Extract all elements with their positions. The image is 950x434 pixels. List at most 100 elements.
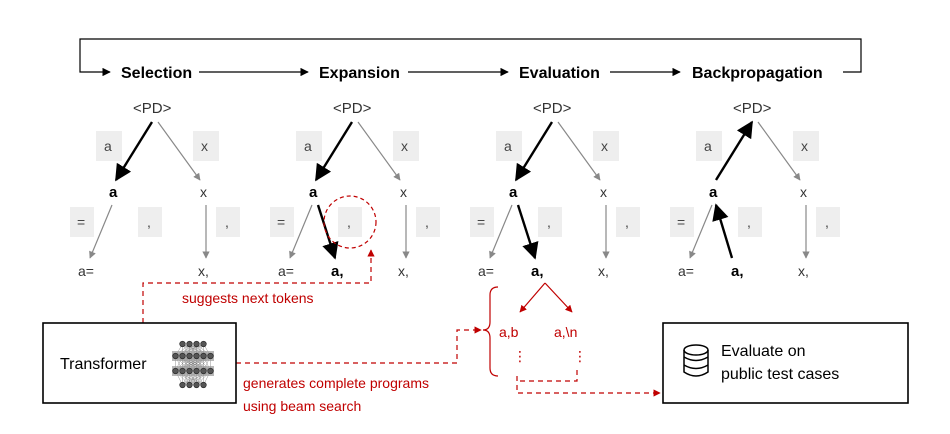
leaf-xcomma: x, [198,263,209,279]
evaluate-frame [662,322,909,404]
nn-layer-band [172,366,214,376]
edge-label-bg [193,131,219,161]
edge-label-bg [816,207,840,237]
edge-root-a [314,121,354,182]
edge-root-x [357,121,401,181]
edge-label-bg [138,207,162,237]
nn-node [200,340,207,348]
phase-expansion: Expansion [319,65,400,82]
node-x: x [800,184,807,200]
transformer-to-evaluation [236,326,482,364]
edge-label-eq: = [477,214,485,230]
edge-a-aeq [89,204,113,259]
edge-label-comma: , [147,214,151,230]
nn-node [179,340,186,348]
edge-label-comma: , [347,214,351,230]
edge-label-bg [470,207,494,237]
nn-node [200,352,207,360]
node-a: a [709,184,718,201]
node-x: x [600,184,607,200]
edge-label-a: a [104,138,112,154]
leaf-acomma: a, [531,263,544,280]
nn-node [186,340,193,348]
edge-root-x [157,121,201,181]
edge-a-aeq [289,204,313,259]
edge-a-acomma [516,204,539,260]
leaf-xcomma: x, [798,263,809,279]
nn-node [172,352,179,360]
edge-label-bg [70,207,94,237]
phase-evaluation: Evaluation [519,65,600,82]
nn-node [193,381,200,389]
search-trees: <PD> a x a x =,, a= x, <PD> a x a x =,, a= a, x, <PD> a x a x… [70,100,840,280]
edge-label-bg [216,207,240,237]
evaluate-line2: public test cases [721,366,839,383]
edge-label-x: x [801,138,808,154]
leaf-xcomma: x, [598,263,609,279]
edge-a-acomma [712,203,734,259]
edge-label-bg [616,207,640,237]
edge-label-bg [393,131,419,161]
edge-label-bg [538,207,562,237]
leaf-xcomma: x, [398,263,409,279]
evaluation-to-test-cases [516,376,661,397]
edge-label-comma: , [547,214,551,230]
loop-line [79,38,862,77]
leaf-aeq: a= [78,263,94,279]
evaluation-brace [482,286,499,377]
edge-label-comma: , [225,214,229,230]
leaf-acomma: a, [731,263,744,280]
edge-label-comma: , [625,214,629,230]
edge-label-x: x [601,138,608,154]
node-x: x [400,184,407,200]
phase-backpropagation: Backpropagation [692,65,823,82]
evaluate-box: Evaluate on public test cases [662,322,909,404]
edge-label-a: a [704,138,712,154]
edge-label-a: a [304,138,312,154]
neural-network-icon [172,340,214,389]
eval-child-an: a,\n [554,324,577,340]
edge-root-a [714,120,754,181]
edge-label-bg [670,207,694,237]
edge-label-comma: , [825,214,829,230]
evaluation-children: a,b a,\n ⋮ ⋮ [482,282,587,377]
evaluation-right-connector [517,370,578,382]
nn-node [207,352,214,360]
edge-root-x [757,121,801,181]
phase-selection: Selection [121,65,192,82]
tree-root: <PD> [333,100,372,117]
edge-a-aeq [489,204,513,259]
red-connectors: suggests next tokens generates complete … [142,249,661,414]
nn-node [172,367,179,375]
edge-label-bg [738,207,762,237]
phase-loop: Selection Expansion Evaluation Backpropa… [79,38,862,82]
nn-node [207,367,214,375]
node-x: x [200,184,207,200]
tree-root: <PD> [533,100,572,117]
edge-label-eq: = [277,214,285,230]
nn-node [186,352,193,360]
eval-branch-right [544,282,573,313]
edge-a-aeq [689,204,713,259]
edge-label-a: a [504,138,512,154]
edge-label-bg [593,131,619,161]
leaf-aeq: a= [278,263,294,279]
edge-label-bg [270,207,294,237]
edge-label-x: x [401,138,408,154]
eval-branch-left [519,282,546,313]
suggests-label: suggests next tokens [182,290,314,306]
node-a: a [309,184,318,201]
evaluate-line1: Evaluate on [721,343,806,360]
transformer-to-expansion [142,249,375,323]
nn-node [193,340,200,348]
edge-label-bg [338,207,362,237]
tree-root: <PD> [733,100,772,117]
edge-root-a [514,121,554,182]
transformer-label: Transformer [60,356,147,373]
edge-root-a [114,121,154,182]
edge-root-x [557,121,601,181]
